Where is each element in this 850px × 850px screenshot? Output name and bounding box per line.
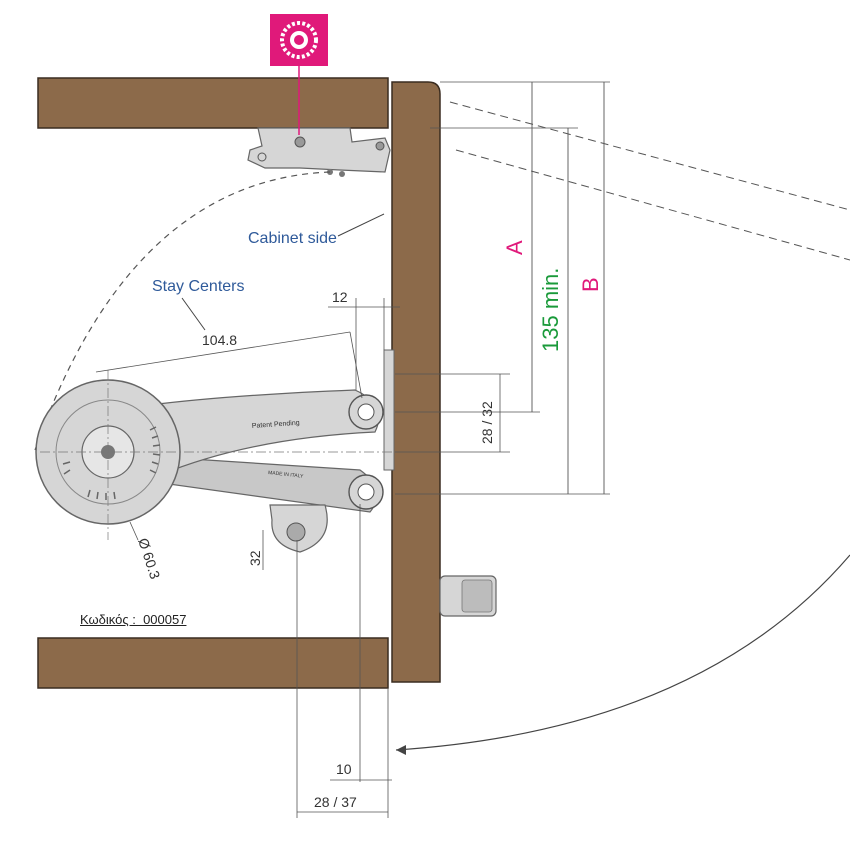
door-mounting-plate (383, 349, 395, 471)
dim-28-32-right: 28 / 32 (479, 401, 495, 444)
dim-diameter: Ø 60.3 (135, 536, 163, 581)
swing-arc-left (34, 171, 331, 451)
product-code-label: Κωδικός : 000057 (80, 612, 187, 627)
door-panel (391, 81, 441, 683)
stay-mechanism (35, 379, 384, 553)
patent-pending-text: Patent Pending (252, 420, 300, 430)
dim-12: 12 (332, 289, 348, 305)
dim-b-label: B (578, 277, 603, 292)
top-hinge-bracket (247, 127, 391, 177)
dim-a-label: A (502, 240, 527, 255)
dim-135-min-label: 135 min. (538, 268, 563, 352)
bottom-cabinet-panel (37, 637, 389, 689)
cabinet-side-label: Cabinet side (248, 230, 337, 247)
door-swing-arc (395, 554, 850, 751)
stay-centers-label: Stay Centers (152, 278, 244, 295)
made-in-italy-text: MADE IN ITALY (268, 470, 304, 480)
dim-10: 10 (336, 761, 352, 777)
top-cabinet-panel (37, 77, 389, 129)
dim-28-37: 28 / 37 (314, 794, 357, 810)
gear-flower-icon (270, 14, 328, 135)
dim-32: 32 (247, 550, 263, 566)
dim-104-8: 104.8 (202, 332, 237, 348)
